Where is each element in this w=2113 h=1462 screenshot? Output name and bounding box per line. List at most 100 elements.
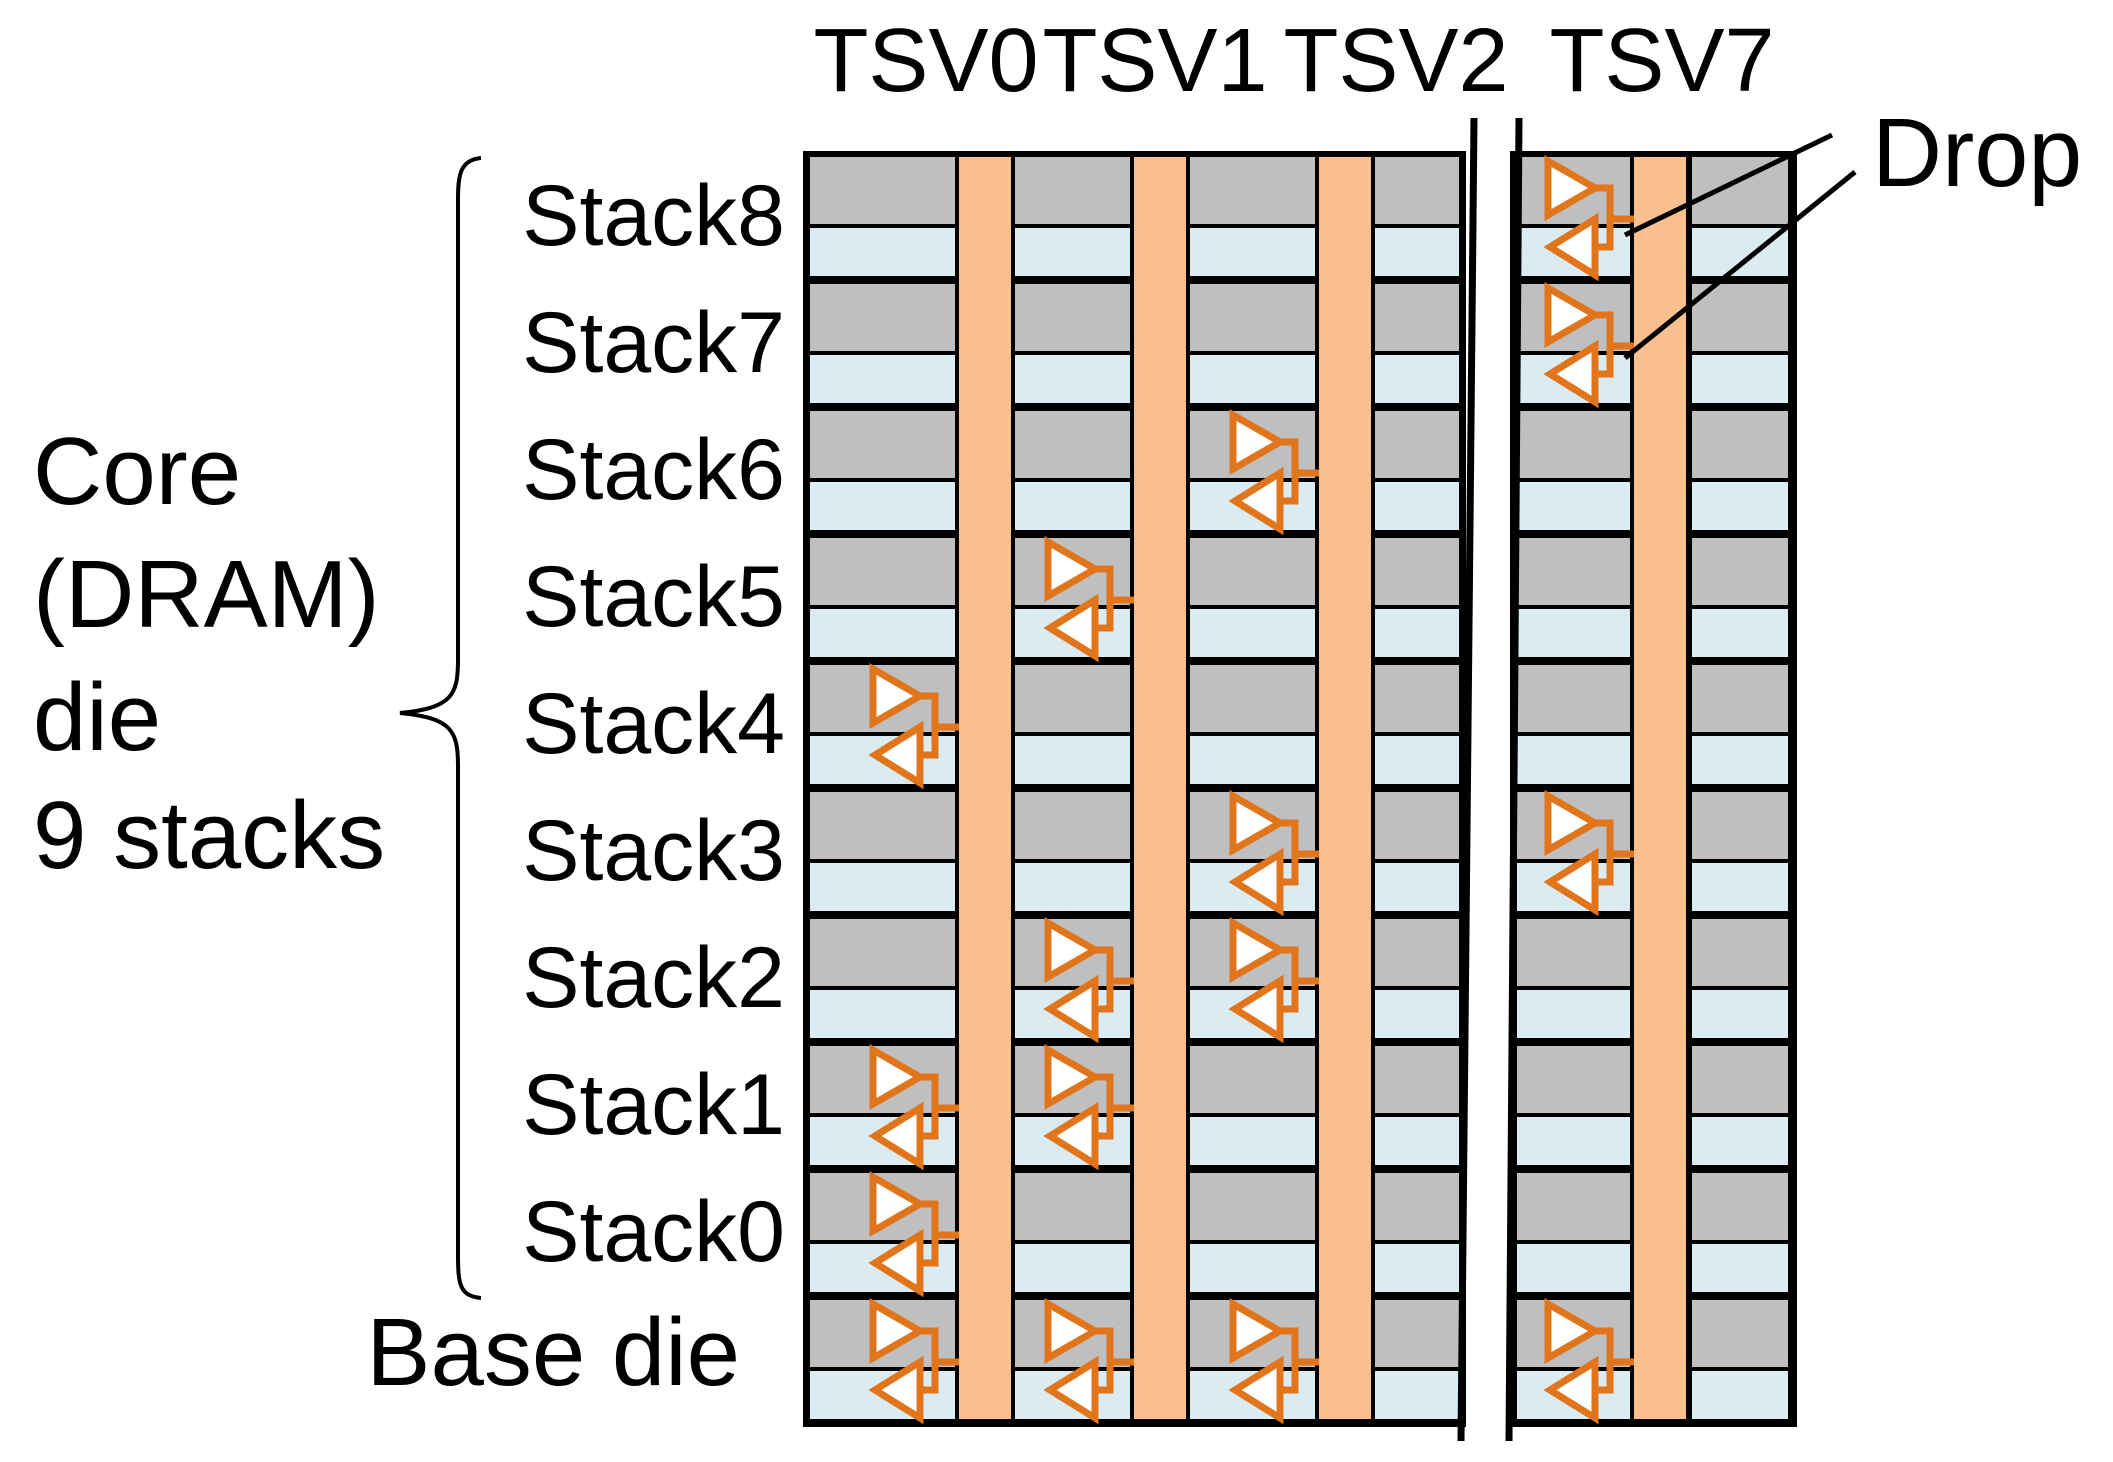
die-blue-cell-stack1 (1190, 1117, 1315, 1165)
die-gray-cell-stack1 (1375, 1046, 1459, 1113)
receiver-triangle-icon (1043, 1101, 1099, 1171)
die-blue-cell-stack5 (1517, 609, 1630, 657)
stack-label-stack7: Stack7 (522, 295, 785, 391)
die-blue-cell-stack6 (1015, 482, 1130, 530)
stack-label-stack1: Stack1 (522, 1057, 785, 1153)
driver-triangle-icon (1544, 154, 1603, 222)
grid-break-line-right (1505, 117, 1523, 1442)
die-blue-cell-stack4 (1517, 736, 1630, 784)
receiver-triangle-icon (1228, 466, 1284, 536)
drop-pointer-line-1 (1623, 132, 1834, 238)
core-die-label-line-3: die (33, 664, 162, 771)
stack-label-stack5: Stack5 (522, 549, 785, 645)
die-gray-cell-stack4 (1692, 665, 1788, 732)
core-die-label-line-1: Core (33, 418, 242, 525)
die-blue-cell-stack3 (1015, 863, 1130, 911)
tsv-label-tsv2: TSV2 (1283, 11, 1509, 111)
tsv-column-tsv0 (959, 157, 1011, 1419)
die-gray-cell-stack6 (1015, 411, 1130, 478)
driver-triangle-icon (1229, 1297, 1288, 1365)
die-blue-cell-stack2 (810, 990, 955, 1038)
drop-pointer-line-2 (1623, 170, 1857, 360)
tsv-column-tsv7 (1634, 157, 1686, 1419)
stack-label-stack6: Stack6 (522, 422, 785, 518)
die-gray-cell-stack2 (1375, 919, 1459, 986)
receiver-triangle-icon (868, 1355, 924, 1425)
die-gray-cell-stack4 (1517, 665, 1630, 732)
die-gray-cell-stack0 (1015, 1173, 1130, 1240)
die-blue-cell-stack7 (1190, 355, 1315, 403)
die-gray-cell-stack1 (1190, 1046, 1315, 1113)
base-die-label: Base die (366, 1299, 740, 1406)
die-blue-cell-stack0 (1517, 1244, 1630, 1292)
drop-buffer-stack4-tsv0 (868, 662, 959, 790)
die-blue-cell-stack6 (1375, 482, 1459, 530)
die-blue-cell-stack2 (1517, 990, 1630, 1038)
die-blue-cell-stack5 (1692, 609, 1788, 657)
drop-buffer-base-die-tsv7 (1543, 1297, 1634, 1425)
die-gray-cell-stack7 (810, 284, 955, 351)
die-blue-cell-stack6 (1692, 482, 1788, 530)
drop-buffer-stack3-tsv7 (1543, 789, 1634, 917)
die-gray-cell-stack4 (1190, 665, 1315, 732)
die-gray-cell-stack6 (1517, 411, 1630, 478)
drop-buffer-stack8-tsv7 (1543, 154, 1634, 282)
die-gray-cell-stack4 (1375, 665, 1459, 732)
die-blue-cell-stack8 (1015, 228, 1130, 276)
tsv-column-tsv1 (1134, 157, 1186, 1419)
driver-triangle-icon (869, 662, 928, 730)
die-gray-cell-base-die (1692, 1300, 1788, 1367)
driver-triangle-icon (1044, 535, 1103, 603)
drop-buffer-base-die-tsv1 (1043, 1297, 1134, 1425)
die-gray-cell-stack7 (1375, 284, 1459, 351)
stack-label-stack2: Stack2 (522, 930, 785, 1026)
core-die-label-line-4: 9 stacks (33, 782, 386, 889)
die-gray-cell-stack5 (1190, 538, 1315, 605)
receiver-triangle-icon (868, 720, 924, 790)
die-gray-cell-stack2 (810, 919, 955, 986)
driver-triangle-icon (1544, 281, 1603, 349)
die-blue-cell-stack4 (1375, 736, 1459, 784)
receiver-triangle-icon (1228, 974, 1284, 1044)
die-gray-cell-stack8 (1375, 157, 1459, 224)
die-blue-cell-stack1 (1375, 1117, 1459, 1165)
die-blue-cell-stack2 (1692, 990, 1788, 1038)
die-gray-cell-stack3 (810, 792, 955, 859)
die-blue-cell-stack3 (1692, 863, 1788, 911)
die-gray-cell-stack5 (1692, 538, 1788, 605)
die-gray-cell-stack5 (810, 538, 955, 605)
die-blue-cell-stack4 (1015, 736, 1130, 784)
grid-break-line-left (1457, 117, 1478, 1442)
tsv-label-tsv0: TSV0 (813, 11, 1039, 111)
die-blue-cell-base-die (1692, 1371, 1788, 1419)
receiver-triangle-icon (868, 1228, 924, 1298)
drop-label: Drop (1872, 98, 2083, 207)
die-blue-cell-stack1 (1517, 1117, 1630, 1165)
die-gray-cell-stack0 (1190, 1173, 1315, 1240)
receiver-triangle-icon (1043, 974, 1099, 1044)
die-gray-cell-stack7 (1190, 284, 1315, 351)
die-blue-cell-stack0 (1375, 1244, 1459, 1292)
drop-buffer-stack3-tsv2 (1228, 789, 1319, 917)
driver-triangle-icon (1229, 789, 1288, 857)
die-gray-cell-stack5 (1517, 538, 1630, 605)
die-gray-cell-stack8 (1692, 157, 1788, 224)
stack-label-stack0: Stack0 (522, 1184, 785, 1280)
die-blue-cell-stack5 (810, 609, 955, 657)
driver-triangle-icon (1044, 1043, 1103, 1111)
die-blue-cell-stack2 (1375, 990, 1459, 1038)
die-gray-cell-stack7 (1692, 284, 1788, 351)
die-gray-cell-stack3 (1692, 792, 1788, 859)
driver-triangle-icon (1544, 789, 1603, 857)
die-blue-cell-stack0 (1190, 1244, 1315, 1292)
driver-triangle-icon (1544, 1297, 1603, 1365)
die-gray-cell-base-die (1375, 1300, 1459, 1367)
die-blue-cell-stack3 (810, 863, 955, 911)
drop-buffer-stack2-tsv1 (1043, 916, 1134, 1044)
die-gray-cell-stack0 (1692, 1173, 1788, 1240)
tsv-label-tsv1: TSV1 (1042, 11, 1268, 111)
die-gray-cell-stack8 (810, 157, 955, 224)
die-blue-cell-stack8 (1190, 228, 1315, 276)
die-blue-cell-stack5 (1375, 609, 1459, 657)
die-blue-cell-stack5 (1190, 609, 1315, 657)
